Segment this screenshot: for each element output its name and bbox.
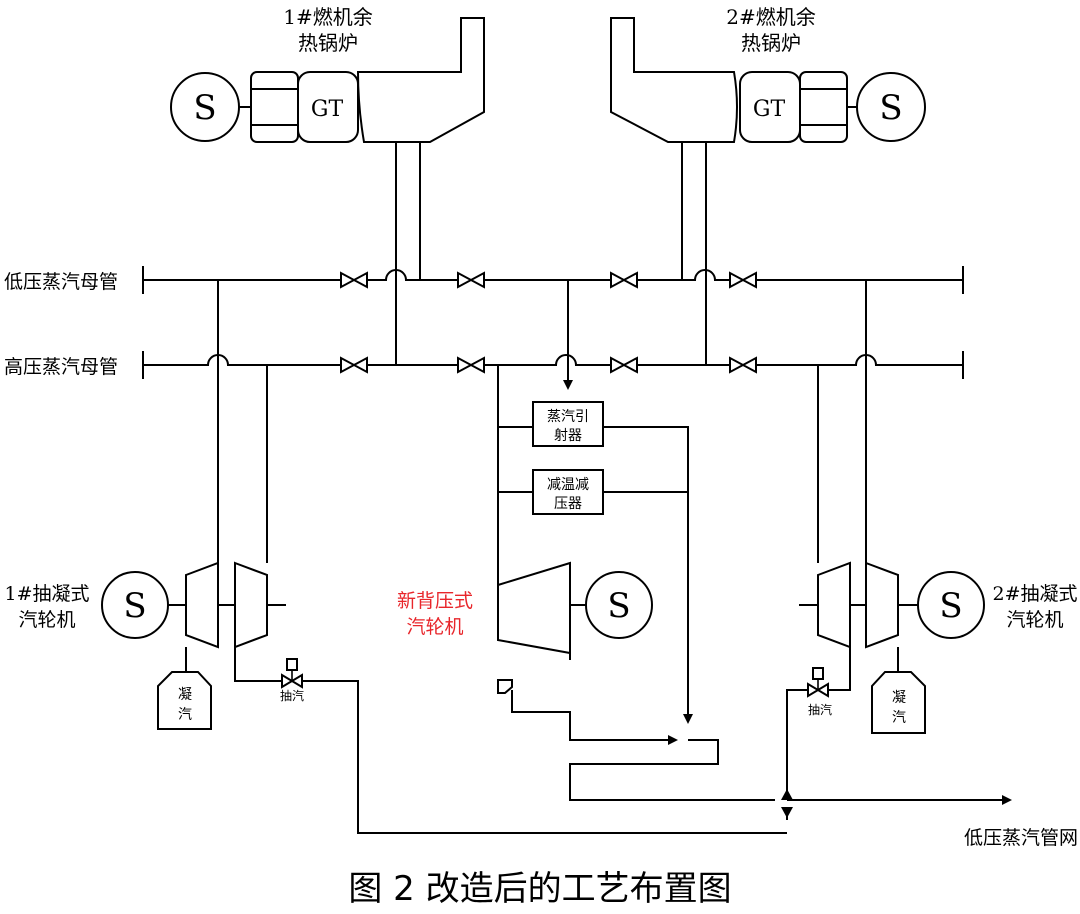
hp-header-label: 高压蒸汽母管 [4,356,118,378]
ejector-label-line1: 蒸汽引 [547,409,589,425]
generator-turbine1-label: S [123,586,146,626]
desuperheater-label-line2: 压器 [554,496,582,512]
header-valves [340,271,757,374]
valve-lp-3 [610,271,638,289]
lp-header: 低压蒸汽母管 [4,266,964,294]
turbine1-stage-b [234,561,268,649]
turbine1-label-line2: 汽轮机 [18,609,75,631]
hrsg2 [610,17,738,143]
extraction2-label: 抽汽 [808,702,832,717]
extraction-condensing-turbine-2: S 2#抽凝式 汽轮机 凝 汽 抽汽 [786,280,1078,800]
turbine2-stage-a [817,561,851,649]
new-backpressure-section: 蒸汽引 射器 减温减 压器 S 新背压式 汽轮机 低压蒸汽管网 [397,280,1078,849]
new-backpressure-turbine [497,561,571,655]
gas-turbine-unit-1: S GT 1#燃机余 热锅炉 [170,5,485,365]
extraction-condensing-turbine-1: S 1#抽凝式 汽轮机 凝 汽 抽汽 [4,280,787,834]
generator-turbine2-label: S [939,586,962,626]
boiler1-label-line1: 1#燃机余 [283,5,372,29]
figure-caption: 图 2 改造后的工艺布置图 [348,869,731,909]
valve-lp-1 [340,271,368,289]
boiler1-label-line2: 热锅炉 [298,31,358,55]
valve-hp-3 [610,356,638,374]
hrsg1 [356,17,485,143]
condenser2-label-line2: 汽 [892,710,906,726]
turbine2-label-line2: 汽轮机 [1006,609,1063,631]
generator-gt1-label: S [193,88,216,128]
condenser-2 [871,671,926,734]
turbine2-stage-b [865,561,899,649]
turbine1-stage-a [185,561,219,649]
lp-network-label: 低压蒸汽管网 [964,827,1078,849]
turbine2-label-line1: 2#抽凝式 [992,583,1077,605]
condenser-1 [157,671,212,730]
generator-turbine2 [917,571,985,639]
gt1-body [297,71,359,143]
steam-ejector [532,401,604,447]
valve-hp-4 [729,356,757,374]
lp-header-label: 低压蒸汽母管 [4,271,118,293]
gt1-label: GT [311,97,344,122]
generator-gt2 [856,72,926,142]
valve-hp-1 [340,356,368,374]
gas-turbine-unit-2: GT S 2#燃机余 热锅炉 [610,5,926,365]
desuperheater-label-line1: 减温减 [547,477,589,493]
condenser1-label-line2: 汽 [178,707,192,723]
condenser2-label-line1: 凝 [892,690,906,706]
new-turbine-label-line1: 新背压式 [397,590,473,612]
turbine1-label-line1: 1#抽凝式 [4,583,89,605]
generator-new-turbine-label: S [607,586,630,626]
extraction1-label: 抽汽 [280,688,304,703]
generator-new-turbine [585,571,653,639]
condenser1-label-line1: 凝 [178,687,192,703]
valve-lp-4 [729,271,757,289]
new-turbine-label-line2: 汽轮机 [406,616,463,638]
valve-lp-2 [457,271,485,289]
gt2-label: GT [753,97,786,122]
valve-hp-2 [457,356,485,374]
generator-gt2-label: S [879,88,902,128]
boiler2-label-line2: 热锅炉 [741,31,801,55]
ejector-label-line2: 射器 [554,428,582,444]
boiler2-label-line1: 2#燃机余 [726,5,815,29]
